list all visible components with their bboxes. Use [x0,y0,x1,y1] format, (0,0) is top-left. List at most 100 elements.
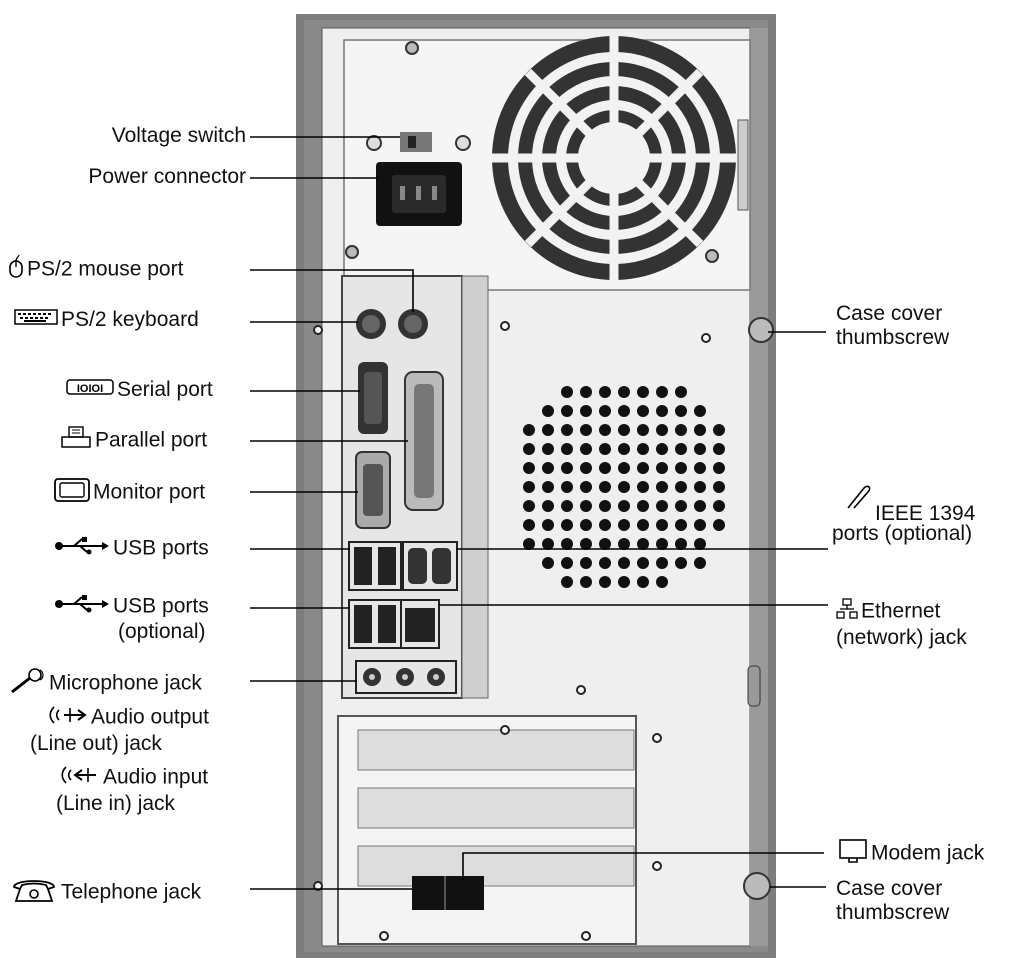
vent-hole [675,519,687,531]
vent-hole [542,462,554,474]
keyboard-icon [14,308,58,332]
vent-hole [618,481,630,493]
vent-hole [542,405,554,417]
vent-hole [618,386,630,398]
vent-hole [580,481,592,493]
vent-hole [580,557,592,569]
vent-hole [656,519,668,531]
vent-hole [580,462,592,474]
vent-hole [656,500,668,512]
vent-hole [561,576,573,588]
vent-hole [561,443,573,455]
vent-hole [637,424,649,436]
vent-hole [542,481,554,493]
vent-hole [637,462,649,474]
label-audio-output: Audio output (Line out) jack [30,704,209,755]
usb-icon [54,536,110,562]
audio-in-icon [60,764,100,792]
vent-hole [637,405,649,417]
vent-hole [561,462,573,474]
vent-hole [523,424,535,436]
label-audio-input: Audio input (Line in) jack [56,764,209,815]
vent-hole [656,481,668,493]
vent-hole [637,443,649,455]
vent-hole [599,424,611,436]
vent-hole [618,557,630,569]
vent-hole [561,386,573,398]
label-serial-port: IOIOI Serial port [66,378,213,402]
label-usb-ports-optional: USB ports (optional) [54,594,209,644]
vent-hole [713,443,725,455]
vent-hole [618,538,630,550]
thumbscrews [743,317,774,900]
vent-hole [675,443,687,455]
vent-hole [580,538,592,550]
vent-hole [523,538,535,550]
vent-hole [523,481,535,493]
label-power-connector: Power connector [88,165,246,188]
monitor-icon [54,478,90,508]
vent-hole [580,500,592,512]
label-telephone-jack: Telephone jack [10,877,201,909]
firewire-icon [844,484,872,516]
vent-hole [675,386,687,398]
vent-hole [656,557,668,569]
vent-hole [713,462,725,474]
label-case-cover-thumbscrew-bottom: Case cover thumbscrew [836,877,950,924]
label-ps2-mouse: PS/2 mouse port [8,254,183,285]
vent-hole [561,519,573,531]
vent-hole [580,386,592,398]
vent-hole [599,576,611,588]
vent-hole [542,500,554,512]
vent-hole [656,538,668,550]
vent-hole [656,405,668,417]
vent-hole [713,424,725,436]
vent-hole [656,424,668,436]
vent-grille [523,386,725,588]
vent-hole [656,386,668,398]
vent-hole [599,519,611,531]
audio-out-icon [48,704,88,732]
fan-grille [492,36,736,280]
vent-hole [694,519,706,531]
vent-hole [694,481,706,493]
vent-hole [675,424,687,436]
expansion-slots [337,715,637,945]
label-case-cover-thumbscrew-top: Case cover thumbscrew [836,302,950,349]
vent-hole [618,424,630,436]
label-microphone-jack: Microphone jack [10,668,202,700]
vent-hole [694,538,706,550]
vent-hole [618,405,630,417]
svg-text:IOIOI: IOIOI [77,383,103,395]
vent-hole [580,519,592,531]
vent-hole [542,424,554,436]
vent-hole [580,443,592,455]
vent-hole [675,405,687,417]
label-ieee-1394: IEEE 1394 ports (optional) [832,484,975,546]
vent-hole [599,481,611,493]
label-usb-ports: USB ports [54,536,209,562]
vent-hole [675,462,687,474]
label-modem-jack: Modem jack [838,838,984,870]
leader-lines [250,136,828,890]
vent-hole [637,519,649,531]
vent-hole [713,481,725,493]
vent-hole [599,500,611,512]
label-ps2-keyboard: PS/2 keyboard [14,308,199,332]
vent-hole [713,500,725,512]
label-ethernet-jack: Ethernet (network) jack [836,598,967,649]
power-supply [343,36,751,291]
vent-hole [637,386,649,398]
microphone-icon [10,668,46,700]
vent-hole [675,481,687,493]
vent-hole [637,576,649,588]
vent-hole [599,443,611,455]
vent-hole [637,538,649,550]
mouse-icon [8,254,24,285]
vent-hole [675,538,687,550]
vent-hole [694,500,706,512]
vent-hole [694,405,706,417]
label-monitor-port: Monitor port [54,478,205,508]
vent-hole [713,519,725,531]
